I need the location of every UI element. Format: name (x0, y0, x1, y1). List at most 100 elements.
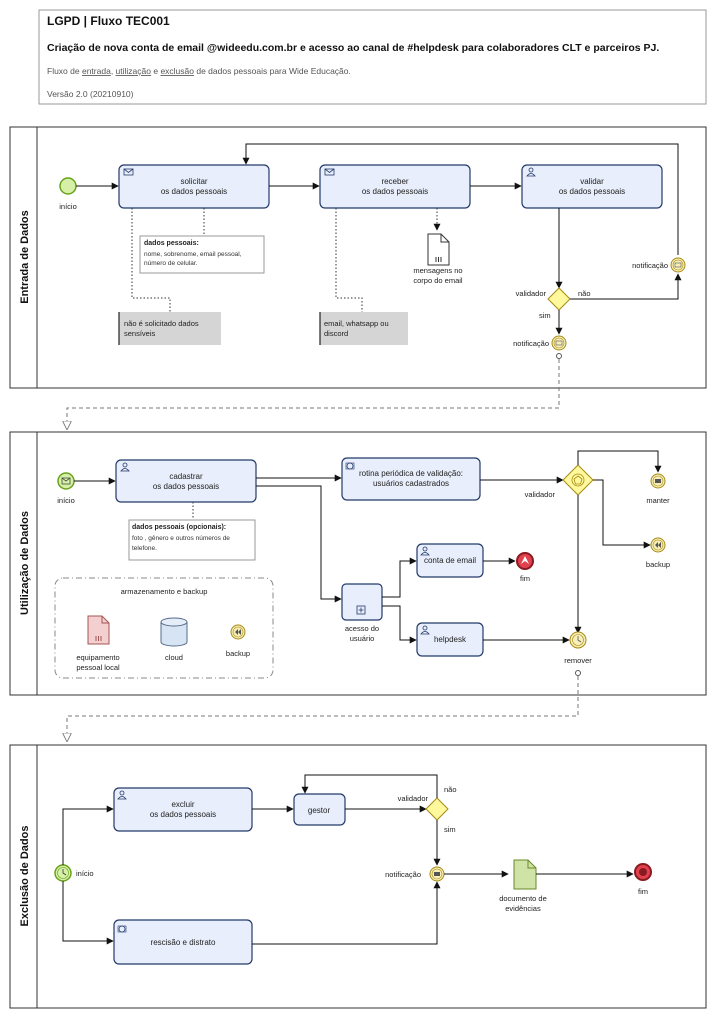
svg-text:não é solicitado dados: não é solicitado dados (124, 319, 199, 328)
rewind-icon (655, 542, 661, 548)
svg-text:os dados pessoais: os dados pessoais (362, 187, 428, 196)
svg-text:dados pessoais (opcionais):: dados pessoais (opcionais): (132, 524, 226, 531)
svg-text:corpo do email: corpo do email (413, 276, 463, 285)
gateway-validador-utilizacao[interactable] (562, 464, 594, 496)
user-icon (420, 546, 430, 556)
gateway-label: validador (398, 794, 429, 803)
svg-text:rescisão e distrato: rescisão e distrato (151, 938, 216, 947)
svg-text:backup: backup (226, 649, 250, 658)
event-manter[interactable] (650, 473, 666, 489)
task-receber[interactable]: receber os dados pessoais (319, 164, 471, 209)
clock-icon (62, 869, 67, 876)
svg-text:conta de email: conta de email (424, 556, 476, 565)
clock-icon (577, 636, 582, 643)
document-icon (87, 615, 110, 645)
task-rotina[interactable]: rotina periódica de validação: usuários … (341, 457, 481, 501)
svg-text:sensíveis: sensíveis (124, 329, 156, 338)
envelope-icon (655, 479, 661, 483)
data-box-nao-sensiveis: não é solicitado dados sensíveis (118, 312, 221, 345)
gateway-no-label: não (444, 785, 457, 794)
event-notificacao-exclusao[interactable] (429, 866, 445, 882)
user-icon (420, 625, 430, 635)
link-entrada[interactable]: entrada (82, 66, 111, 76)
svg-text:email, whatsapp ou: email, whatsapp ou (324, 319, 389, 328)
header-subtitle: Criação de nova conta de email @wideedu.… (47, 42, 659, 54)
end-event-exclusao[interactable] (634, 863, 652, 881)
end-event-escalation[interactable] (516, 552, 534, 570)
svg-text:número de celular.: número de celular. (144, 260, 198, 267)
svg-text:nome, sobrenome, email pessoal: nome, sobrenome, email pessoal, (144, 251, 242, 258)
svg-text:pessoal local: pessoal local (76, 663, 120, 672)
svg-text:foto , gênero e outros números: foto , gênero e outros números de (132, 535, 230, 542)
user-icon (117, 790, 127, 800)
task-excluir[interactable]: excluir os dados pessoais (113, 787, 253, 832)
backup-label: backup (646, 560, 670, 569)
lane-exclusao-title: Exclusão de Dados (19, 826, 31, 927)
task-helpdesk[interactable]: helpdesk (416, 622, 484, 657)
escalation-icon (521, 556, 529, 564)
task-gestor[interactable]: gestor (293, 793, 346, 826)
loop-icon (117, 925, 127, 933)
svg-text:armazenamento e backup: armazenamento e backup (121, 587, 208, 596)
gateway-yes-label: sim (539, 311, 551, 320)
svg-text:usuário: usuário (350, 634, 375, 643)
header-box: LGPD | Fluxo TEC001 Criação de nova cont… (38, 9, 707, 105)
lane-exclusao: Exclusão de Dados início excluir os dado… (9, 744, 707, 1009)
manter-label: manter (646, 496, 670, 505)
svg-text:equipamento: equipamento (76, 653, 119, 662)
notification-right-label: notificação (632, 261, 668, 270)
start-event-entrada[interactable] (59, 177, 77, 195)
event-backup[interactable] (650, 537, 666, 553)
svg-text:mensagens no: mensagens no (413, 266, 462, 275)
documento-label: documento de (499, 894, 547, 903)
svg-text:gestor: gestor (308, 806, 331, 815)
task-conta-email[interactable]: conta de email (416, 543, 484, 578)
fim-label-exclusao: fim (638, 887, 648, 896)
svg-text:helpdesk: helpdesk (434, 635, 467, 644)
notification-bottom-label: notificação (513, 339, 549, 348)
start-event-exclusao[interactable] (54, 864, 72, 882)
envelope-icon (123, 168, 134, 176)
task-validar[interactable]: validar os dados pessoais (521, 164, 663, 209)
start-label-utilizacao: início (57, 496, 75, 505)
acesso-label: acesso do (345, 624, 379, 633)
svg-text:os dados pessoais: os dados pessoais (559, 187, 625, 196)
task-cadastrar[interactable]: cadastrar os dados pessoais (115, 459, 257, 503)
notification-event-right[interactable] (670, 257, 686, 273)
data-box-canais: email, whatsapp ou discord (319, 312, 408, 345)
gateway-yes-label: sim (444, 825, 456, 834)
plus-icon (356, 605, 366, 615)
task-solicitar[interactable]: solicitar os dados pessoais (118, 164, 270, 209)
svg-text:rotina periódica de validação:: rotina periódica de validação: (359, 469, 463, 478)
link-utilizacao[interactable]: utilização (116, 66, 152, 76)
link-exclusao[interactable]: exclusão (160, 66, 194, 76)
start-event-utilizacao[interactable] (57, 472, 75, 490)
header-version: Versão 2.0 (20210910) (47, 89, 134, 99)
svg-text:os dados pessoais: os dados pessoais (161, 187, 227, 196)
user-icon (526, 167, 536, 177)
database-icon (160, 617, 188, 647)
svg-text:telefone.: telefone. (132, 545, 157, 552)
subprocess-acesso[interactable] (341, 583, 383, 621)
gateway-label: validador (525, 490, 556, 499)
document-mensagens[interactable] (427, 233, 450, 266)
note-dados-opcionais: dados pessoais (opcionais): foto , gêner… (128, 519, 256, 561)
lane-entrada: Entrada de Dados início solicitar os dad… (9, 126, 707, 389)
lane-utilizacao-title: Utilização de Dados (19, 511, 31, 615)
document-evidencias[interactable] (513, 859, 537, 890)
header-description: Fluxo de entrada, utilização e exclusão … (47, 66, 351, 76)
task-rescisao[interactable]: rescisão e distrato (113, 919, 253, 965)
remover-label: remover (564, 656, 592, 665)
lane-utilizacao: Utilização de Dados início cadastrar os … (9, 431, 707, 696)
notification-event-bottom[interactable] (551, 335, 567, 351)
start-label-exclusao: início (76, 869, 94, 878)
loop-icon (345, 462, 355, 470)
event-remover[interactable] (569, 631, 587, 649)
svg-text:os dados pessoais: os dados pessoais (153, 482, 219, 491)
start-label-entrada: início (59, 202, 77, 211)
envelope-icon (674, 262, 682, 268)
svg-text:cadastrar: cadastrar (169, 472, 203, 481)
svg-text:usuários cadastrados: usuários cadastrados (373, 479, 449, 488)
svg-text:excluir: excluir (171, 800, 194, 809)
lane-entrada-title: Entrada de Dados (19, 210, 31, 304)
